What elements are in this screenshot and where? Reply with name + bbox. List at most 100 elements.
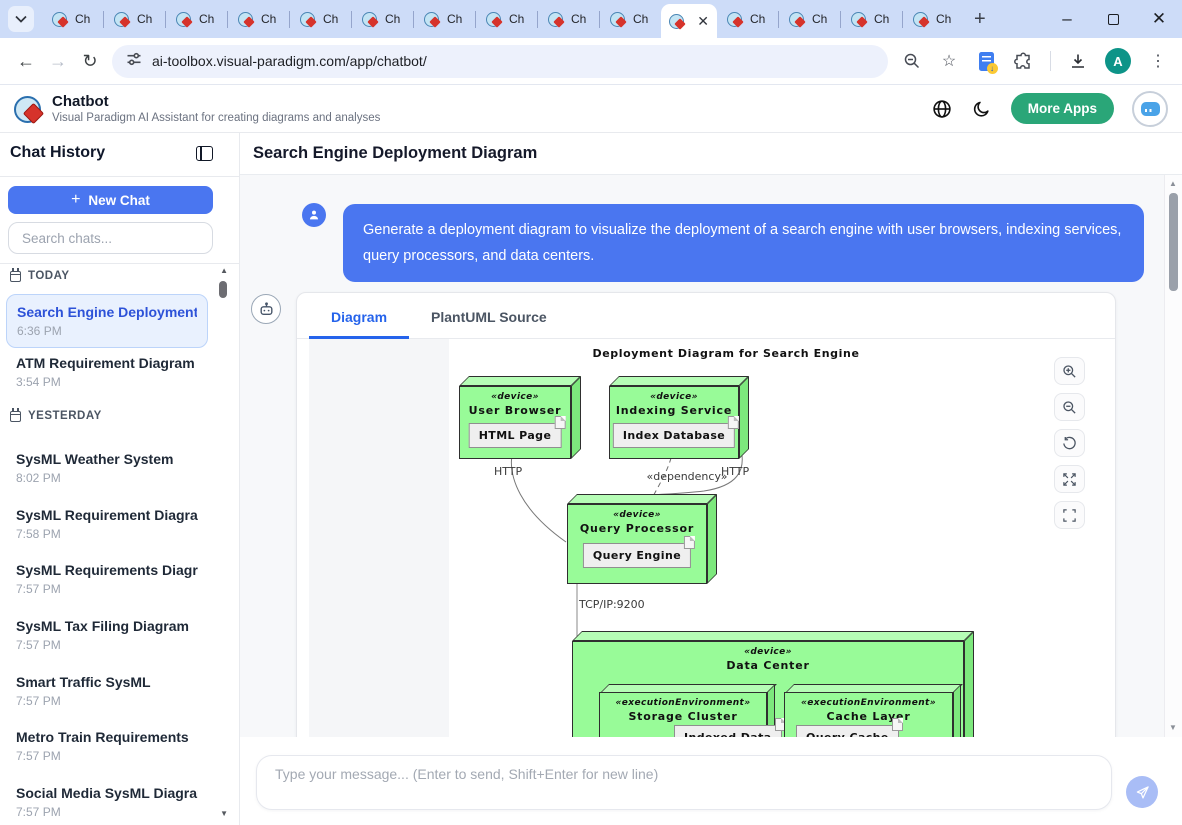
sidebar-scroll-up-arrow[interactable]: ▲: [220, 266, 228, 275]
chat-history-item[interactable]: SysML Tax Filing Diagram 7:57 PM: [6, 614, 208, 656]
fullscreen-button[interactable]: [1054, 501, 1085, 529]
browser-tab[interactable]: Ch: [228, 0, 289, 38]
chat-history-item[interactable]: Smart Traffic SysML 7:57 PM: [6, 670, 208, 712]
scroll-down-arrow[interactable]: ▼: [1169, 723, 1177, 732]
sidebar-scrollbar-thumb[interactable]: [219, 281, 227, 298]
reset-view-button[interactable]: [1054, 429, 1085, 457]
language-globe-icon[interactable]: [931, 98, 953, 120]
browser-tab[interactable]: Ch: [104, 0, 165, 38]
app-title: Chatbot: [52, 93, 380, 110]
zoom-indicator-icon[interactable]: [902, 51, 922, 71]
url-text[interactable]: ai-toolbox.visual-paradigm.com/app/chatb…: [152, 53, 427, 69]
tab-search-chevron-icon[interactable]: [8, 6, 34, 32]
send-button[interactable]: [1126, 776, 1158, 808]
chat-time: 7:57 PM: [16, 805, 198, 819]
dark-mode-moon-icon[interactable]: [971, 98, 993, 120]
minimize-button[interactable]: –: [1044, 0, 1090, 38]
node-front-face: «device» Indexing Service Index Database: [609, 386, 739, 459]
chat-history-item[interactable]: ATM Requirement Diagram 3:54 PM: [6, 351, 208, 393]
node-stereotype: «executionEnvironment»: [785, 698, 952, 708]
chat-history-item[interactable]: SysML Weather System 8:02 PM: [6, 447, 208, 489]
reading-mode-extension-icon[interactable]: [976, 51, 996, 71]
node-storage-cluster: «executionEnvironment» Storage Cluster I…: [599, 692, 767, 737]
tab-close-icon[interactable]: ✕: [697, 14, 709, 28]
scrollbar-thumb[interactable]: [1169, 193, 1178, 291]
bookmark-star-icon[interactable]: ☆: [939, 51, 959, 71]
section-yesterday: YESTERDAY: [10, 410, 102, 422]
artifact-html-page: HTML Page: [469, 423, 562, 448]
app-subtitle: Visual Paradigm AI Assistant for creatin…: [52, 112, 380, 124]
browser-tab[interactable]: Ch: [841, 0, 902, 38]
extensions-puzzle-icon[interactable]: [1013, 51, 1033, 71]
browser-tab[interactable]: Ch: [903, 0, 964, 38]
browser-menu-kebab-icon[interactable]: ⋮: [1148, 51, 1168, 71]
more-apps-button[interactable]: More Apps: [1011, 93, 1114, 124]
browser-tab[interactable]: Ch: [717, 0, 778, 38]
back-button[interactable]: ←: [10, 45, 42, 77]
chat-history-item[interactable]: Social Media SysML Diagram 7:57 PM: [6, 781, 208, 823]
site-info-icon[interactable]: [126, 51, 142, 72]
browser-tab[interactable]: Ch: [42, 0, 103, 38]
scroll-up-arrow[interactable]: ▲: [1169, 179, 1177, 188]
header-actions: More Apps: [931, 91, 1168, 127]
node-top-face: [609, 376, 749, 386]
chat-history-item[interactable]: Search Engine Deployment ... 6:36 PM: [6, 294, 208, 348]
message-input[interactable]: [256, 755, 1112, 810]
collapse-sidebar-icon[interactable]: [196, 146, 213, 161]
chat-title: SysML Weather System: [16, 451, 198, 467]
artifact-query-engine: Query Engine: [583, 543, 691, 568]
search-chats-input[interactable]: [8, 222, 213, 254]
section-today: TODAY: [10, 270, 70, 282]
tab-plantuml-source[interactable]: PlantUML Source: [409, 309, 569, 338]
vp-favicon-icon: [176, 11, 192, 27]
tab-title: Ch: [874, 12, 889, 26]
browser-tab[interactable]: Ch: [166, 0, 227, 38]
artifact-file-icon: [684, 536, 695, 549]
node-name: Data Center: [573, 659, 963, 672]
browser-tab[interactable]: Ch: [779, 0, 840, 38]
divider: [0, 176, 240, 177]
artifact-label: HTML Page: [479, 429, 552, 442]
chat-time: 7:57 PM: [16, 582, 198, 596]
chat-history-item[interactable]: SysML Requirements Diagram 7:57 PM: [6, 558, 208, 600]
profile-avatar[interactable]: A: [1105, 48, 1131, 74]
node-name: Storage Cluster: [600, 710, 766, 723]
new-chat-button[interactable]: +New Chat: [8, 186, 213, 214]
fit-to-screen-button[interactable]: [1054, 465, 1085, 493]
chat-history-item[interactable]: Metro Train Requirements 7:57 PM: [6, 725, 208, 767]
node-stereotype: «device»: [610, 392, 738, 402]
downloads-icon[interactable]: [1068, 51, 1088, 71]
browser-tab[interactable]: Ch: [476, 0, 537, 38]
visual-paradigm-logo: [14, 95, 42, 123]
vp-favicon-icon: [789, 11, 805, 27]
artifact-label: Query Engine: [593, 549, 681, 562]
browser-tab[interactable]: Ch: [352, 0, 413, 38]
close-button[interactable]: ✕: [1136, 0, 1182, 38]
maximize-button[interactable]: [1090, 0, 1136, 38]
tab-title: Ch: [571, 12, 586, 26]
tab-title: Ch: [323, 12, 338, 26]
browser-tab[interactable]: Ch: [414, 0, 475, 38]
browser-tab[interactable]: Ch: [290, 0, 351, 38]
reload-button[interactable]: ↻: [74, 45, 106, 77]
diagram-viewport[interactable]: Deployment Diagram for Search Engine HTT…: [309, 339, 1101, 737]
chat-history-item[interactable]: SysML Requirement Diagram 7:58 PM: [6, 503, 208, 545]
support-chat-widget-icon[interactable]: [1132, 91, 1168, 127]
tab-diagram[interactable]: Diagram: [309, 309, 409, 338]
sidebar-scroll-down-arrow[interactable]: ▼: [220, 809, 228, 818]
new-tab-button[interactable]: +: [974, 8, 986, 31]
browser-tab[interactable]: Ch: [600, 0, 661, 38]
toolbar-separator: [1050, 51, 1051, 71]
browser-tab[interactable]: Ch: [538, 0, 599, 38]
zoom-out-button[interactable]: [1054, 393, 1085, 421]
forward-button[interactable]: →: [42, 45, 74, 77]
chat-scrollbar[interactable]: ▲ ▼: [1164, 175, 1182, 737]
tab-title: Ch: [75, 12, 90, 26]
artifact-file-icon: [554, 416, 565, 429]
zoom-in-button[interactable]: [1054, 357, 1085, 385]
address-bar[interactable]: ai-toolbox.visual-paradigm.com/app/chatb…: [112, 45, 888, 78]
node-side-face: [953, 684, 961, 737]
node-front-face: «device» User Browser HTML Page: [459, 386, 571, 459]
browser-tab-active[interactable]: ✕: [661, 4, 717, 38]
vp-favicon-icon: [913, 11, 929, 27]
